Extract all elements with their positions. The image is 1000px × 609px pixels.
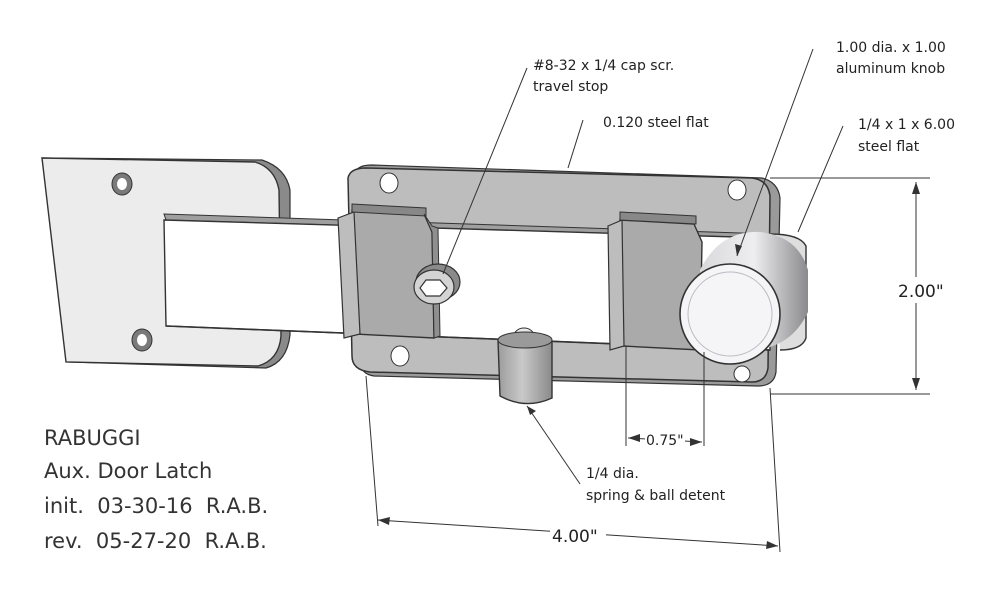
part-name: Aux. Door Latch — [44, 459, 213, 483]
travel-stop-label: travel stop — [533, 79, 608, 95]
height-dimension: 2.00" — [898, 282, 944, 302]
company-name: RABUGGI — [44, 426, 141, 450]
hex-socket-icon — [419, 279, 448, 297]
leader-lines — [442, 48, 844, 485]
plate-material-label: 0.120 steel flat — [603, 115, 709, 131]
rev-line: rev. 05-27-20 R.A.B. — [44, 529, 267, 553]
width-dimension: 4.00" — [552, 527, 598, 547]
init-line: init. 03-30-16 R.A.B. — [44, 494, 269, 518]
cap-screw — [413, 263, 461, 305]
bolt-size-label: 1/4 x 1 x 6.00 — [858, 117, 955, 133]
detent-type-label: spring & ball detent — [586, 488, 726, 504]
knob-material-label: aluminum knob — [836, 61, 945, 77]
ball-detent — [497, 327, 553, 405]
knob-size-label: 1.00 dia. x 1.00 — [836, 40, 946, 56]
bolt-material-label: steel flat — [858, 139, 920, 155]
cap-screw-label: #8-32 x 1/4 cap scr. — [533, 58, 674, 74]
guide-strap-left — [337, 203, 441, 339]
travel-dimension: 0.75" — [646, 433, 684, 449]
aluminum-knob — [679, 231, 808, 365]
detent-size-label: 1/4 dia. — [586, 466, 639, 482]
